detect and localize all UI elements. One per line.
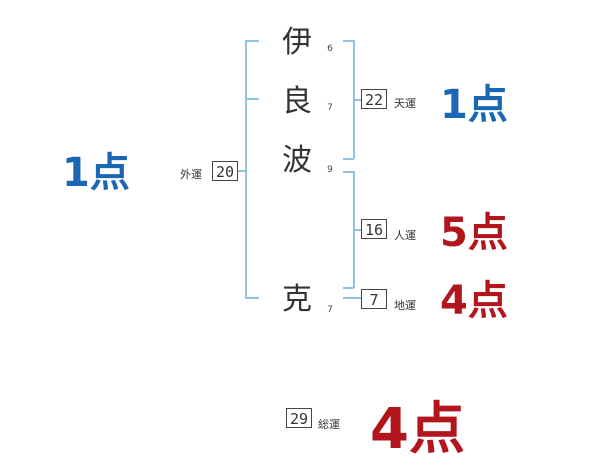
stroke-count-4: 7: [327, 305, 333, 315]
stroke-count-2: 7: [327, 103, 333, 113]
name-char-4: 克: [282, 282, 312, 317]
outer-fortune-score: 1点: [62, 150, 130, 196]
person-fortune-value: 16: [361, 219, 387, 239]
name-char-2: 良: [282, 84, 312, 119]
earth-fortune-label: 地運: [394, 299, 416, 312]
name-char-3: 波: [282, 143, 312, 178]
outer-fortune-value: 20: [212, 161, 238, 181]
outer-fortune-label: 外運: [180, 168, 202, 181]
heaven-fortune-label: 天運: [394, 97, 416, 110]
stroke-count-3: 9: [327, 165, 333, 175]
heaven-fortune-value: 22: [361, 89, 387, 109]
stroke-count-1: 6: [327, 44, 333, 54]
total-fortune-score: 4点: [370, 397, 465, 462]
person-fortune-score: 5点: [440, 210, 508, 256]
name-char-1: 伊: [282, 25, 312, 60]
total-fortune-label: 総運: [318, 418, 340, 431]
earth-fortune-value: 7: [361, 289, 387, 309]
heaven-fortune-score: 1点: [440, 82, 508, 128]
total-fortune-value: 29: [286, 408, 312, 428]
person-fortune-label: 人運: [394, 229, 416, 242]
earth-fortune-score: 4点: [440, 278, 508, 324]
